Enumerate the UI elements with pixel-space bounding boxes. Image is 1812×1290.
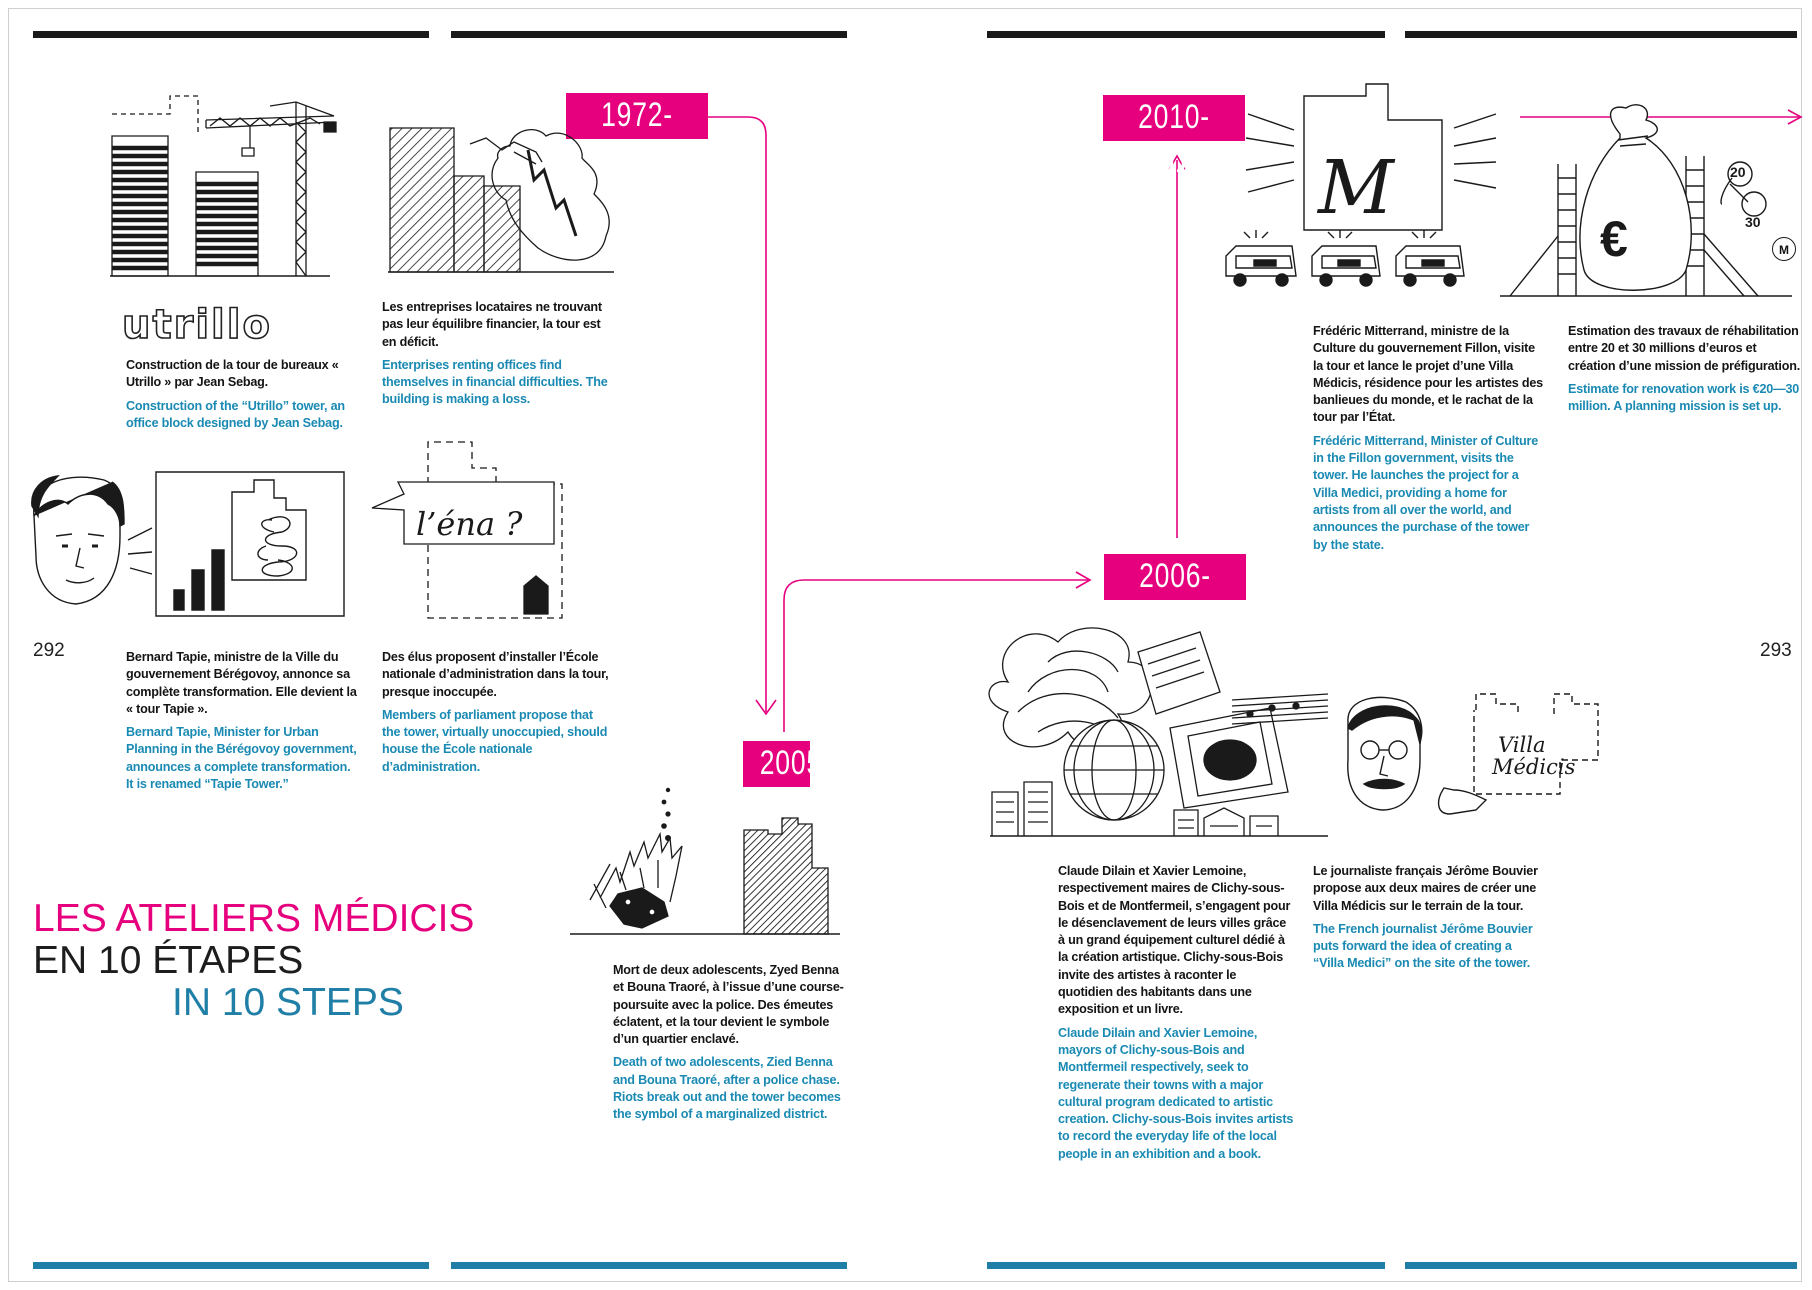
bottom-rule bbox=[987, 1262, 1385, 1269]
m-letter: M bbox=[1318, 145, 1394, 231]
entry-en: Frédéric Mitterrand, Minister of Culture… bbox=[1313, 433, 1539, 552]
entry-riots: Mort de deux adolescents, Zyed Benna et … bbox=[613, 962, 845, 1124]
medicis-word: Médicis bbox=[1492, 755, 1576, 779]
utrillo-tower-illustration bbox=[110, 92, 340, 278]
year-badge-2005: 2005 bbox=[743, 741, 821, 787]
entry-fr: Construction de la tour de bureaux « Utr… bbox=[126, 358, 339, 390]
entry-en: Estimate for renovation work is €20—30 m… bbox=[1568, 381, 1800, 414]
badge-30: 30 bbox=[1745, 214, 1761, 230]
bottom-rule bbox=[451, 1262, 847, 1269]
estimate-illustration bbox=[1496, 74, 1796, 300]
entry-ena: Des élus proposent d’installer l’École n… bbox=[382, 649, 614, 776]
top-rule bbox=[451, 31, 847, 38]
year-badge-1972-2000: 1972-2000 bbox=[566, 93, 708, 178]
entry-en: Construction of the “Utrillo” tower, an … bbox=[126, 398, 345, 430]
entry-fr: Frédéric Mitterrand, ministre de la Cult… bbox=[1313, 324, 1543, 425]
entry-fr: Les entreprises locataires ne trouvant p… bbox=[382, 300, 602, 349]
entry-en: Bernard Tapie, Minister for Urban Planni… bbox=[126, 725, 357, 792]
entry-fr: Mort de deux adolescents, Zyed Benna et … bbox=[613, 963, 844, 1047]
entry-deficit: Les entreprises locataires ne trouvant p… bbox=[382, 299, 618, 409]
bouvier-illustration bbox=[1340, 690, 1606, 822]
tapie-illustration bbox=[28, 470, 346, 620]
badge-20: 20 bbox=[1730, 164, 1746, 180]
year-badge-2006-2009: 2006-2009 bbox=[1104, 554, 1246, 639]
page-border bbox=[8, 8, 1802, 1282]
metro-icon: M bbox=[1772, 237, 1796, 261]
entry-estimate: Estimation des travaux de réhabilitation… bbox=[1568, 323, 1804, 415]
entry-mitterrand: Frédéric Mitterrand, ministre de la Cult… bbox=[1313, 323, 1545, 554]
villa-word: Villa bbox=[1498, 733, 1546, 757]
entry-en: Claude Dilain and Xavier Lemoine, mayors… bbox=[1058, 1025, 1294, 1161]
page-number-right: 293 bbox=[1760, 640, 1792, 661]
metro-letter: M bbox=[1779, 243, 1789, 257]
entry-fr: Claude Dilain et Xavier Lemoine, respect… bbox=[1058, 864, 1291, 1017]
entry-utrillo: Construction de la tour de bureaux « Utr… bbox=[126, 357, 356, 432]
spread-title: LES ATELIERS MÉDICIS EN 10 ÉTAPES IN 10 … bbox=[33, 898, 474, 1024]
culture-city-illustration bbox=[988, 622, 1332, 838]
villa-medicis-label: Villa Médicis bbox=[1492, 734, 1575, 778]
title-line-3: IN 10 STEPS bbox=[172, 981, 404, 1024]
entry-fr: Le journaliste français Jérôme Bouvier p… bbox=[1313, 864, 1538, 913]
entry-tapie: Bernard Tapie, ministre de la Ville du g… bbox=[126, 649, 358, 793]
entry-en: Members of parliament propose that the t… bbox=[382, 707, 608, 774]
entry-en: Enterprises renting offices find themsel… bbox=[382, 357, 608, 407]
euro-icon: € bbox=[1600, 211, 1628, 267]
deficit-building-illustration bbox=[386, 124, 618, 274]
entry-bouvier: Le journaliste français Jérôme Bouvier p… bbox=[1313, 863, 1545, 973]
entry-fr: Estimation des travaux de réhabilitation… bbox=[1568, 324, 1801, 373]
title-line-2: EN 10 ÉTAPES bbox=[33, 939, 304, 982]
entry-mayors: Claude Dilain et Xavier Lemoine, respect… bbox=[1058, 863, 1294, 1163]
utrillo-logo: utrillo bbox=[121, 301, 272, 349]
ena-illustration bbox=[370, 438, 580, 620]
title-line-1: LES ATELIERS MÉDICIS bbox=[33, 897, 475, 940]
page-number-left: 292 bbox=[33, 640, 65, 661]
ena-bubble-text: l’éna ? bbox=[416, 505, 523, 543]
entry-fr: Bernard Tapie, ministre de la Ville du g… bbox=[126, 650, 357, 716]
bottom-rule bbox=[33, 1262, 429, 1269]
top-rule bbox=[1405, 31, 1797, 38]
bottom-rule bbox=[1405, 1262, 1797, 1269]
mitterrand-illustration bbox=[1196, 80, 1482, 302]
entry-fr: Des élus proposent d’installer l’École n… bbox=[382, 650, 609, 699]
top-rule bbox=[987, 31, 1385, 38]
riots-illustration bbox=[570, 787, 842, 936]
entry-en: Death of two adolescents, Zied Benna and… bbox=[613, 1055, 841, 1122]
entry-en: The French journalist Jérôme Bouvier put… bbox=[1313, 921, 1533, 971]
top-rule bbox=[33, 31, 429, 38]
year-badge-2010-2011: 2010-2011 bbox=[1103, 95, 1245, 180]
